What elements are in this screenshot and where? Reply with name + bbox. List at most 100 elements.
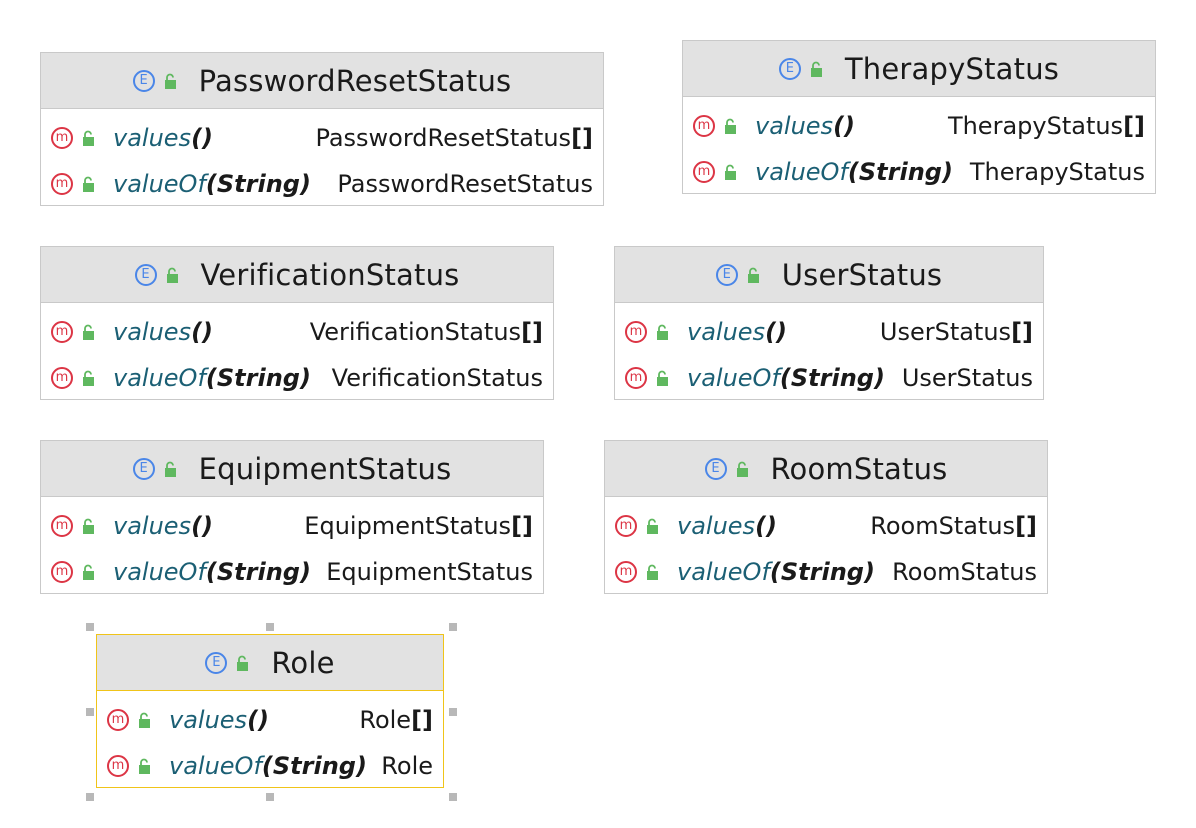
method-close-paren: ) bbox=[941, 158, 953, 186]
method-icon: m bbox=[615, 515, 637, 537]
method-open-paren: ( bbox=[769, 558, 781, 586]
method-row-valueof[interactable]: m valueOf(String) EquipmentStatus bbox=[41, 549, 543, 595]
lock-icon bbox=[735, 461, 749, 477]
method-param: String bbox=[780, 558, 864, 586]
resize-handle-bottom[interactable] bbox=[266, 793, 274, 801]
method-name: valueOf bbox=[169, 752, 262, 780]
method-signature: valueOf(String) bbox=[113, 170, 311, 198]
method-open-paren: ( bbox=[755, 512, 767, 540]
class-name: RoomStatus bbox=[770, 451, 948, 486]
method-row-values[interactable]: m values() TherapyStatus[] bbox=[683, 103, 1155, 149]
method-icon: m bbox=[51, 127, 73, 149]
method-name: values bbox=[687, 318, 766, 346]
method-return-type: UserStatus bbox=[901, 364, 1033, 392]
method-param: String bbox=[858, 158, 942, 186]
method-open-paren: ( bbox=[191, 124, 203, 152]
method-icon: m bbox=[615, 561, 637, 583]
method-close-paren: ) bbox=[873, 364, 885, 392]
method-name: values bbox=[169, 706, 248, 734]
method-row-values[interactable]: m values() RoomStatus[] bbox=[605, 503, 1047, 549]
enum-icon: E bbox=[132, 69, 155, 92]
method-close-paren: ) bbox=[202, 318, 213, 346]
resize-handle-left[interactable] bbox=[86, 708, 94, 716]
method-close-paren: ) bbox=[355, 752, 367, 780]
lock-icon bbox=[138, 758, 151, 774]
method-signature: values() bbox=[687, 318, 787, 346]
method-return-type: RoomStatus bbox=[892, 558, 1037, 586]
method-icon: m bbox=[693, 115, 715, 137]
class-node-passwordresetstatus[interactable]: E PasswordResetStatus m values() Passwor… bbox=[40, 52, 604, 206]
class-node-therapystatus[interactable]: E TherapyStatus m values() TherapyStatus… bbox=[682, 40, 1156, 194]
class-node-roomstatus[interactable]: E RoomStatus m values() RoomStatus[] m v… bbox=[604, 440, 1048, 594]
method-return-type: TherapyStatus bbox=[969, 158, 1145, 186]
lock-icon bbox=[82, 324, 95, 340]
lock-icon bbox=[656, 370, 669, 386]
resize-handle-top[interactable] bbox=[266, 623, 274, 631]
method-open-paren: ( bbox=[205, 170, 217, 198]
method-row-values[interactable]: m values() VerificationStatus[] bbox=[41, 309, 553, 355]
enum-icon: E bbox=[205, 651, 228, 674]
lock-icon bbox=[82, 564, 95, 580]
lock-icon bbox=[163, 73, 177, 89]
method-name: valueOf bbox=[687, 364, 780, 392]
resize-handle-bottom-left[interactable] bbox=[86, 793, 94, 801]
class-name: UserStatus bbox=[781, 257, 943, 292]
method-row-values[interactable]: m values() UserStatus[] bbox=[615, 309, 1043, 355]
class-name: TherapyStatus bbox=[844, 51, 1060, 86]
method-icon: m bbox=[107, 709, 129, 731]
method-param: String bbox=[216, 170, 300, 198]
method-icon: m bbox=[51, 367, 73, 389]
method-close-paren: ) bbox=[844, 112, 855, 140]
class-node-userstatus[interactable]: E UserStatus m values() UserStatus[] m v… bbox=[614, 246, 1044, 400]
method-return-type: EquipmentStatus[] bbox=[304, 512, 533, 540]
lock-icon bbox=[82, 130, 95, 146]
method-row-values[interactable]: m values() Role[] bbox=[97, 697, 443, 743]
method-close-paren: ) bbox=[299, 558, 311, 586]
method-row-values[interactable]: m values() EquipmentStatus[] bbox=[41, 503, 543, 549]
class-name: PasswordResetStatus bbox=[198, 63, 512, 98]
method-close-paren: ) bbox=[766, 512, 777, 540]
method-row-values[interactable]: m values() PasswordResetStatus[] bbox=[41, 115, 603, 161]
method-signature: valueOf(String) bbox=[113, 558, 311, 586]
method-name: values bbox=[677, 512, 756, 540]
method-row-valueof[interactable]: m valueOf(String) TherapyStatus bbox=[683, 149, 1155, 195]
lock-icon bbox=[809, 61, 823, 77]
method-signature: valueOf(String) bbox=[113, 364, 311, 392]
method-row-valueof[interactable]: m valueOf(String) UserStatus bbox=[615, 355, 1043, 401]
method-icon: m bbox=[51, 515, 73, 537]
resize-handle-top-left[interactable] bbox=[86, 623, 94, 631]
method-signature: valueOf(String) bbox=[169, 752, 367, 780]
method-close-paren: ) bbox=[299, 364, 311, 392]
lock-icon bbox=[82, 176, 95, 192]
method-icon: m bbox=[625, 367, 647, 389]
method-signature: values() bbox=[677, 512, 777, 540]
enum-icon: E bbox=[778, 57, 801, 80]
method-row-valueof[interactable]: m valueOf(String) RoomStatus bbox=[605, 549, 1047, 595]
method-icon: m bbox=[51, 321, 73, 343]
method-param: String bbox=[216, 364, 300, 392]
method-signature: values() bbox=[113, 318, 213, 346]
method-row-valueof[interactable]: m valueOf(String) Role bbox=[97, 743, 443, 789]
lock-icon bbox=[82, 518, 95, 534]
resize-handle-bottom-right[interactable] bbox=[449, 793, 457, 801]
resize-handle-right[interactable] bbox=[449, 708, 457, 716]
method-return-type: PasswordResetStatus[] bbox=[315, 124, 593, 152]
resize-handle-top-right[interactable] bbox=[449, 623, 457, 631]
method-open-paren: ( bbox=[779, 364, 791, 392]
method-signature: valueOf(String) bbox=[687, 364, 885, 392]
method-signature: valueOf(String) bbox=[755, 158, 953, 186]
class-node-equipmentstatus[interactable]: E EquipmentStatus m values() EquipmentSt… bbox=[40, 440, 544, 594]
method-name: valueOf bbox=[113, 558, 206, 586]
class-node-role[interactable]: E Role m values() Role[] m valueOf(Strin… bbox=[96, 634, 444, 788]
method-row-valueof[interactable]: m valueOf(String) VerificationStatus bbox=[41, 355, 553, 401]
method-name: values bbox=[113, 318, 192, 346]
method-icon: m bbox=[693, 161, 715, 183]
method-return-type: UserStatus[] bbox=[879, 318, 1033, 346]
method-return-type: VerificationStatus bbox=[331, 364, 543, 392]
method-signature: valueOf(String) bbox=[677, 558, 875, 586]
method-row-valueof[interactable]: m valueOf(String) PasswordResetStatus bbox=[41, 161, 603, 207]
class-node-verificationstatus[interactable]: E VerificationStatus m values() Verifica… bbox=[40, 246, 554, 400]
method-param: String bbox=[790, 364, 874, 392]
lock-icon bbox=[138, 712, 151, 728]
method-signature: values() bbox=[169, 706, 269, 734]
